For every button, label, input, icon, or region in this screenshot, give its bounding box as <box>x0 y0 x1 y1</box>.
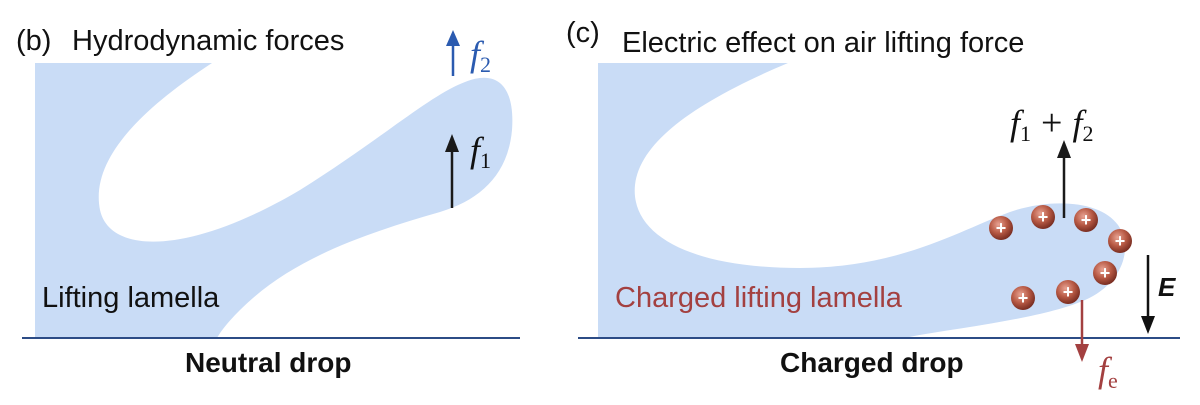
charge-6: + <box>1056 280 1080 304</box>
charge-3: + <box>1074 208 1098 232</box>
panel-b-tag: (b) <box>16 25 51 57</box>
charge-4: + <box>1108 229 1132 253</box>
svg-text:+: + <box>1100 263 1111 283</box>
force-f1-arrow <box>445 134 459 208</box>
panel-c-title: Electric effect on air lifting force <box>622 27 1024 59</box>
force-fe-arrow <box>1075 300 1089 362</box>
svg-text:+: + <box>1018 288 1029 308</box>
force-fe-label: fe <box>1098 350 1118 393</box>
electric-field-label: E <box>1158 272 1176 302</box>
force-f2-label: f2 <box>470 34 491 77</box>
panel-b: (b) Hydrodynamic forces f2 f1 Lifting la… <box>16 25 520 378</box>
lifting-lamella-label: Lifting lamella <box>42 282 220 314</box>
charge-5: + <box>1093 261 1117 285</box>
lifting-lamella-shape-b <box>35 63 513 338</box>
charge-1: + <box>989 216 1013 240</box>
charged-drop-caption: Charged drop <box>780 347 964 378</box>
charged-lamella-label: Charged lifting lamella <box>615 282 903 314</box>
panel-b-title: Hydrodynamic forces <box>72 25 344 57</box>
force-sum-arrow <box>1057 140 1071 218</box>
svg-text:+: + <box>1115 231 1126 251</box>
charge-7: + <box>1011 286 1035 310</box>
electric-field-arrow <box>1141 255 1155 334</box>
panel-c: (c) Electric effect on air lifting force… <box>566 17 1180 393</box>
svg-text:+: + <box>1038 207 1049 227</box>
force-sum-label: f1+f2 <box>1010 102 1093 146</box>
surface-charges: + + + + + + + <box>989 205 1132 310</box>
svg-text:+: + <box>1063 282 1074 302</box>
panel-c-tag: (c) <box>566 17 600 49</box>
svg-text:+: + <box>996 218 1007 238</box>
charge-2: + <box>1031 205 1055 229</box>
lifting-lamella-shape-c <box>598 63 1126 338</box>
neutral-drop-caption: Neutral drop <box>185 347 351 378</box>
svg-text:+: + <box>1081 210 1092 230</box>
force-f2-arrow <box>446 30 460 76</box>
